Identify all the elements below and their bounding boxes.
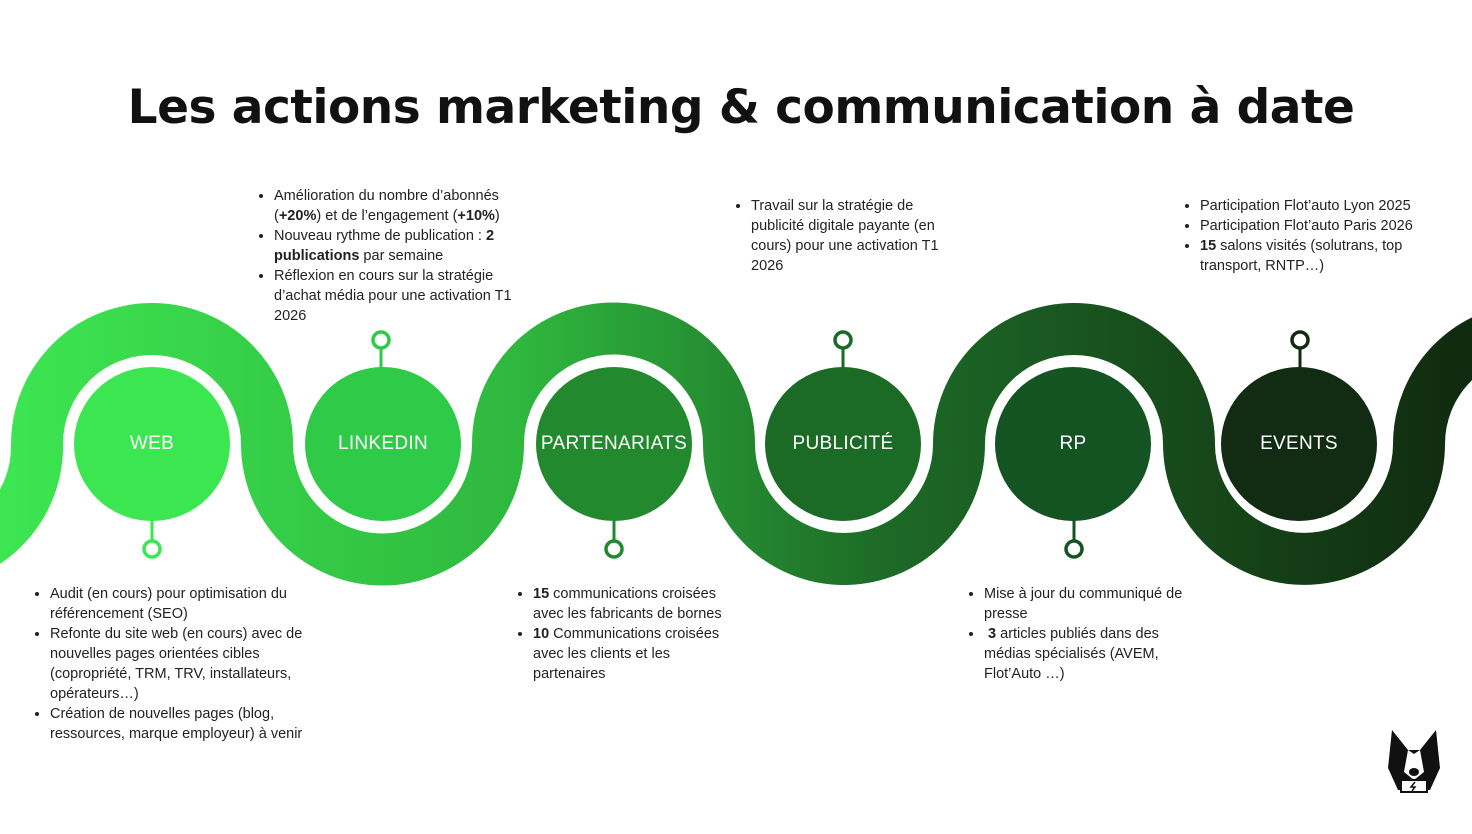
list-item: Participation Flot’auto Paris 2026 [1200,216,1434,236]
events-notes: Participation Flot’auto Lyon 2025 Partic… [1184,196,1434,276]
text: Nouveau rythme de publication : [274,228,486,244]
list-item: Création de nouvelles pages (blog, resso… [50,704,324,744]
text: Communications croisées avec les clients… [533,626,720,682]
pin-ring [142,539,162,559]
subscribers-growth: +20% [278,208,317,224]
dog-logo-icon [1388,730,1440,793]
node-linkedin: LINKEDIN [305,367,461,521]
rp-notes: Mise à jour du communiqué de presse 3 ar… [968,584,1193,684]
text: par semaine [359,248,444,264]
node-publicite: PUBLICITÉ [765,367,921,521]
node-partenariats: PARTENARIATS [536,367,692,521]
text: salons visités (solutrans, top transport… [1200,238,1403,274]
count: 15 [1200,238,1217,254]
linkedin-notes: Amélioration du nombre d’abonnés (+20%) … [258,186,528,326]
pin-ring [604,539,624,559]
list-item: Travail sur la stratégie de publicité di… [751,196,950,276]
page-title: Les actions marketing & communication à … [127,80,1355,135]
node-events: EVENTS [1221,367,1377,521]
pin-ring [833,330,853,350]
text: Amélioration du nombre d’abonnés ( [274,188,499,224]
list-item: 10 Communications croisées avec les clie… [533,624,727,684]
publicite-notes: Travail sur la stratégie de publicité di… [735,196,950,276]
node-label: WEB [129,433,175,454]
node-label: LINKEDIN [337,433,429,454]
list-item: Nouveau rythme de publication : 2 public… [274,226,528,266]
list-item: Participation Flot’auto Lyon 2025 [1200,196,1434,216]
list-item: 15 communications croisées avec les fabr… [533,584,727,624]
list-item: Amélioration du nombre d’abonnés (+20%) … [274,186,528,226]
node-rp: RP [995,367,1151,521]
web-notes: Audit (en cours) pour optimisation du ré… [34,584,324,744]
node-label: PARTENARIATS [540,433,688,454]
partenariats-notes: 15 communications croisées avec les fabr… [517,584,727,684]
pin-ring [371,330,391,350]
pin-ring [1290,330,1310,350]
list-item: Refonte du site web (en cours) avec de n… [50,624,324,704]
node-web: WEB [74,367,230,521]
text: ) [494,208,500,224]
list-item: 3 articles publiés dans des médias spéci… [984,624,1193,684]
list-item: 15 salons visités (solutrans, top transp… [1200,236,1434,276]
count: 10 [533,626,550,642]
count: 3 [988,626,997,642]
text-bold: 2 publications [274,228,495,264]
text: articles publiés dans des médias spécial… [984,626,1159,682]
node-label: EVENTS [1260,433,1338,454]
list-item: Mise à jour du communiqué de presse [984,584,1193,624]
text: ) et de l’engagement ( [316,208,458,224]
count: 15 [533,586,550,602]
node-label: PUBLICITÉ [792,433,894,454]
list-item: Audit (en cours) pour optimisation du ré… [50,584,324,624]
node-label: RP [1059,433,1087,454]
list-item: Réflexion en cours sur la stratégie d’ac… [274,266,528,326]
pin-ring [1064,539,1084,559]
engagement-growth: +10% [457,208,495,224]
wave-path [0,302,1472,586]
text: communications croisées avec les fabrica… [533,586,722,622]
